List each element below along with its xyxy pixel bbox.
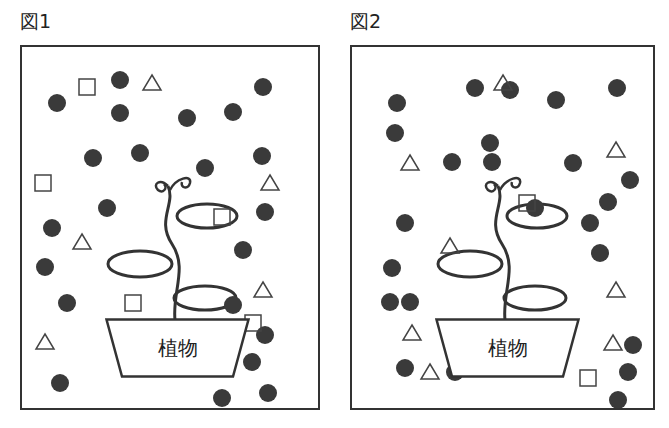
dark-particle [401,293,419,311]
dark-particle [48,94,66,112]
triangle-particle [604,335,622,350]
pot-label: 植物 [158,336,198,360]
plant-pot: 植物 [105,318,250,378]
plant-drawing [438,178,567,320]
dark-particle [443,153,461,171]
dark-particle [396,214,414,232]
dark-particle [483,153,501,171]
dark-particle [178,109,196,127]
triangle-particle [403,325,421,340]
dark-particle [58,294,76,312]
dark-particle [564,154,582,172]
dark-particle [243,353,261,371]
dark-particle [619,363,637,381]
triangle-particle [73,234,91,249]
dark-particle [599,193,617,211]
dark-particle [259,384,277,402]
dark-particle [131,144,149,162]
triangle-particle [607,282,625,297]
pot-label: 植物 [488,336,528,360]
triangle-particle [143,75,161,90]
dark-particle [466,79,484,97]
triangle-particle [36,334,54,349]
dark-particle [253,147,271,165]
square-particle [580,370,596,386]
dark-particle [381,293,399,311]
dark-particle [43,219,61,237]
plant-drawing [108,178,237,320]
dark-particle [581,214,599,232]
triangle-particle [607,142,625,157]
dark-particle [396,359,414,377]
triangle-particles [36,75,625,379]
square-particle [125,295,141,311]
dark-particle [256,203,274,221]
dark-particle [608,79,626,97]
dark-particle [111,71,129,89]
dark-particle [254,78,272,96]
triangle-particle [494,75,512,90]
triangle-particle [441,238,459,253]
triangle-particle [421,364,439,379]
dark-particle [591,244,609,262]
square-particle [79,79,95,95]
dark-particle [383,259,401,277]
dark-particle [481,134,499,152]
triangle-particle [401,155,419,170]
square-particle [519,195,535,211]
dark-particle [213,389,231,407]
dark-particle [51,374,69,392]
dark-particles [36,71,642,409]
figure-label: 図1 [20,10,51,32]
triangle-particle [254,282,272,297]
dark-particle [98,199,116,217]
dark-particle [621,171,639,189]
square-particles [35,79,596,386]
dark-particle [84,149,102,167]
dark-particle [224,296,242,314]
dark-particle [609,391,627,409]
figure-panel: 図2 植物 [350,10,655,410]
dark-particle [547,91,565,109]
dark-particle [388,94,406,112]
dark-particle [386,124,404,142]
figure-panel: 図1 植物 [20,10,320,410]
square-particle [214,209,230,225]
dark-particle [111,104,129,122]
dark-particle [196,159,214,177]
dark-particle [624,336,642,354]
dark-particle [36,258,54,276]
figure-label: 図2 [350,10,381,32]
plant-pot: 植物 [435,318,580,378]
square-particle [35,175,51,191]
dark-particle [224,103,242,121]
dark-particle [256,326,274,344]
triangle-particle [261,175,279,190]
dark-particle [234,241,252,259]
